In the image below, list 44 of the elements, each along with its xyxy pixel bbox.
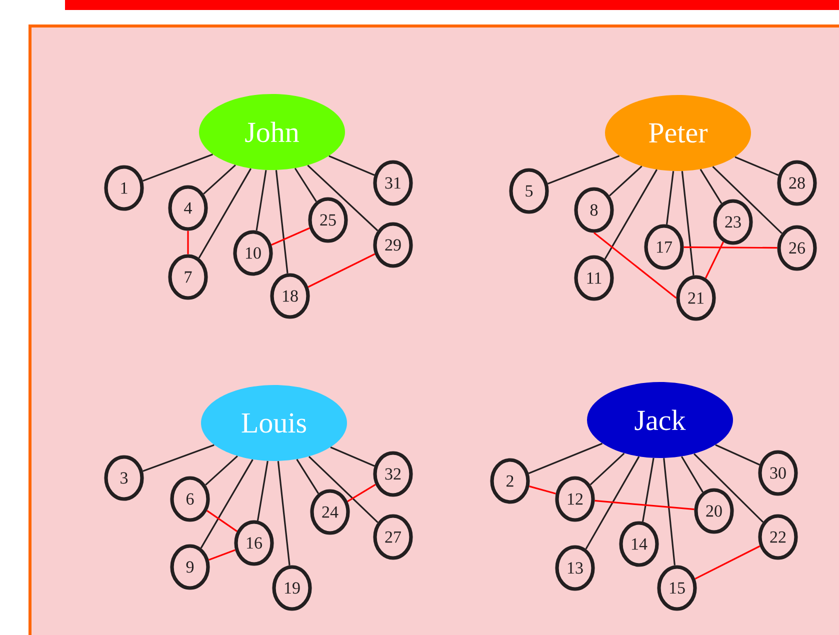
- connector-line: [308, 253, 376, 288]
- connector-line: [680, 456, 704, 493]
- connector-line: [330, 446, 375, 467]
- connector-line: [529, 486, 556, 494]
- connector-line: [142, 444, 214, 472]
- connector-line: [142, 154, 214, 182]
- connector-line: [256, 170, 267, 231]
- connector-line: [198, 168, 252, 258]
- connector-line: [604, 169, 658, 260]
- connector-line: [585, 456, 640, 550]
- connector-line: [704, 242, 724, 278]
- connector-line: [187, 230, 189, 254]
- connector-line: [271, 227, 310, 246]
- connector-line: [681, 171, 694, 276]
- connector-line: [328, 155, 375, 176]
- connector-line: [694, 453, 764, 523]
- connector-line: [715, 444, 760, 466]
- connector-line: [590, 452, 625, 486]
- connector-line: [608, 166, 642, 196]
- connector-line: [206, 510, 238, 532]
- connector-line: [256, 460, 268, 521]
- connector-line: [203, 164, 236, 194]
- connector-line: [666, 171, 674, 225]
- connector-line: [734, 156, 779, 176]
- connector-line: [663, 458, 676, 566]
- connector-line: [275, 170, 288, 274]
- connector-line: [594, 232, 677, 299]
- connector-line: [547, 155, 620, 184]
- connector-line: [347, 484, 376, 502]
- connector-line: [277, 461, 290, 566]
- connector-line: [594, 500, 694, 510]
- connector-line: [307, 164, 378, 232]
- connector-line: [642, 458, 654, 522]
- connector-line: [700, 168, 722, 204]
- connector-line: [200, 459, 254, 548]
- connector-line: [308, 456, 378, 523]
- connector-line: [712, 166, 782, 234]
- connector-line: [528, 442, 603, 474]
- connector-line: [294, 168, 317, 202]
- connector-line: [208, 549, 236, 561]
- connector-line: [694, 545, 760, 580]
- connector-line: [684, 246, 778, 249]
- connector-line: [205, 456, 238, 486]
- connector-line: [296, 458, 320, 494]
